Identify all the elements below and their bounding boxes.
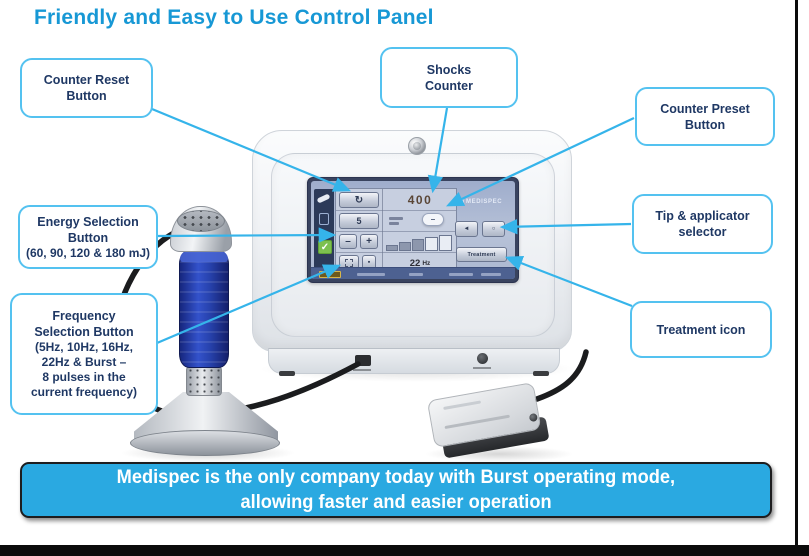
minus-button: – <box>339 234 357 249</box>
status-text-smudge <box>449 272 473 276</box>
callout-text: current frequency) <box>30 385 138 399</box>
pedal-connector <box>477 353 488 364</box>
gauge-icon <box>408 137 426 155</box>
status-text-smudge <box>409 272 423 276</box>
callout-text: selector <box>678 225 727 239</box>
confirm-check-icon: ✓ <box>318 240 332 254</box>
callout-shocks-counter: Shocks Counter <box>380 47 518 108</box>
callout-tip-applicator: Tip & applicator selector <box>632 194 773 254</box>
callout-text: Selection Button <box>34 325 134 339</box>
energy-bar-segment <box>412 239 424 251</box>
pedal-cable-jack <box>528 412 538 423</box>
page-title: Friendly and Easy to Use Control Panel <box>34 6 434 29</box>
console-base <box>268 348 560 376</box>
tip-select-right-button: ○ <box>482 221 505 237</box>
callout-energy-selection: Energy Selection Button (60, 90, 120 & 1… <box>18 205 158 269</box>
connector-label <box>353 369 371 371</box>
pedal-slot <box>443 400 482 410</box>
touchscreen: ✓ ↻ 400 5 – – + <box>307 177 519 283</box>
callout-text: Energy Selection <box>37 214 139 229</box>
counter-preset-button: – <box>422 213 444 226</box>
burst-mode-icon <box>345 258 353 267</box>
callout-text: (5Hz, 10Hz, 16Hz, <box>34 340 134 354</box>
handpiece-lower-section <box>186 366 222 396</box>
handpiece-grip <box>179 250 229 368</box>
callout-treatment-icon: Treatment icon <box>630 301 772 358</box>
pedal-groove <box>444 414 511 430</box>
grid-divider <box>336 252 456 253</box>
tip-select-left-button: ◄ <box>455 221 478 237</box>
callout-text: Counter <box>425 78 473 93</box>
callout-counter-preset: Counter Preset Button <box>635 87 775 146</box>
frequency-readout: 22 Hz <box>385 255 455 271</box>
grid-divider <box>336 210 456 211</box>
energy-bar-segment <box>439 235 452 251</box>
energy-bar-segment <box>399 242 411 251</box>
connector-label <box>473 367 491 369</box>
medispec-logo: MEDISPEC <box>457 198 502 205</box>
grid-divider <box>382 189 383 271</box>
preset-small-text <box>389 222 399 225</box>
tips-icon <box>319 213 329 225</box>
callout-text: Tip & applicator <box>655 209 750 223</box>
banner-line-1: Medispec is the only company today with … <box>116 467 676 488</box>
medispec-logo-text: MEDISPEC <box>466 198 503 205</box>
handpiece-stand-base <box>130 430 280 456</box>
handpiece-perforated-cap <box>177 210 225 232</box>
banner: Medispec is the only company today with … <box>20 462 772 518</box>
counter-reset-button: ↻ <box>339 192 379 208</box>
callout-text: Shocks <box>426 62 472 77</box>
callout-frequency-selection: Frequency Selection Button (5Hz, 10Hz, 1… <box>10 293 158 415</box>
status-badge <box>319 271 341 278</box>
energy-bar-segment <box>425 237 438 251</box>
slide-border-right <box>795 0 798 546</box>
touchscreen-display: ✓ ↻ 400 5 – – + <box>311 181 515 279</box>
callout-text: 8 pulses in the <box>42 370 126 384</box>
console-foot <box>533 371 549 376</box>
treatment-button: Treatment <box>456 247 507 262</box>
callout-text: Counter Reset <box>43 73 130 87</box>
console-unit: ✓ ↻ 400 5 – – + <box>252 130 572 352</box>
callout-counter-reset: Counter Reset Button <box>20 58 153 118</box>
shocks-counter-value: 400 <box>407 193 433 207</box>
slide-border-bottom <box>0 545 809 556</box>
callout-text: Treatment icon <box>656 322 746 337</box>
status-text-smudge <box>481 272 501 276</box>
frequency-value: 22 <box>409 257 421 269</box>
callout-text: Button <box>66 89 107 103</box>
banner-line-2: allowing faster and easier operation <box>240 492 552 513</box>
handpiece-grip-band <box>180 251 228 262</box>
callout-text: Frequency <box>52 309 116 323</box>
callout-text: Button <box>67 230 109 245</box>
status-text-smudge <box>357 272 385 276</box>
callout-text: 22Hz & Burst – <box>41 355 127 369</box>
frequency-lock-button: ▪ <box>362 255 376 270</box>
plus-button: + <box>360 234 378 249</box>
cable-connector <box>355 355 371 366</box>
medispec-logo-icon <box>457 198 464 205</box>
grid-divider <box>336 231 456 232</box>
frequency-unit: Hz <box>422 259 431 267</box>
callout-text: Counter Preset <box>660 101 750 116</box>
screen-status-bar <box>311 267 515 279</box>
screen-button-grid: ↻ 400 5 – – + <box>335 188 457 272</box>
callout-text: Button <box>684 117 726 132</box>
tip-applicator-selector: ◄ ○ <box>455 221 505 237</box>
energy-bar-segment <box>386 245 398 251</box>
callout-text: (60, 90, 120 & 180 mJ) <box>25 245 151 260</box>
console-foot <box>279 371 295 376</box>
handpiece-head <box>170 206 232 252</box>
energy-level-bar <box>386 235 454 251</box>
preset-small-text <box>389 217 403 220</box>
energy-selection-button: 5 <box>339 213 379 229</box>
